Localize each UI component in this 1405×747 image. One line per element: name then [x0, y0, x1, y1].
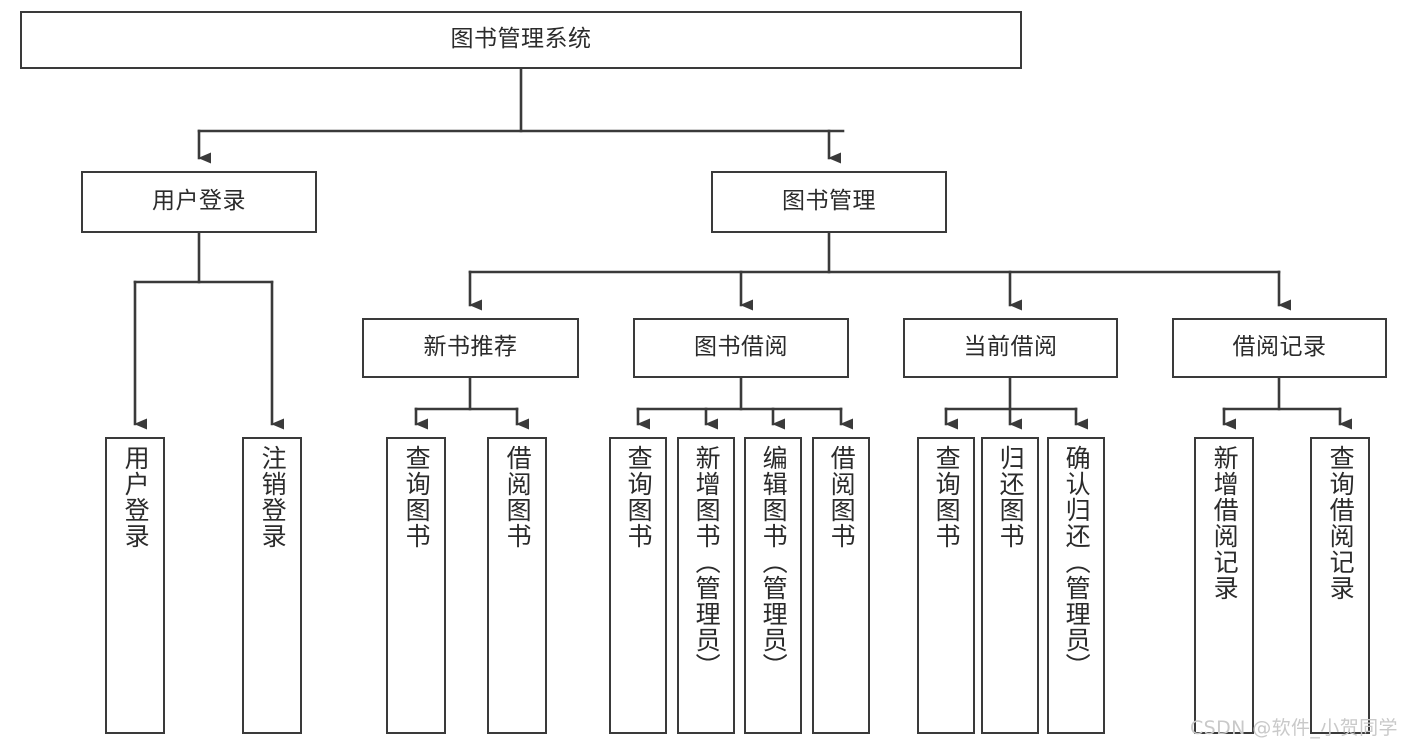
node-label: 新增图书（管理员） [692, 445, 722, 679]
node-label: 新增借阅记录 [1210, 445, 1240, 601]
node-label: 查询借阅记录 [1326, 445, 1356, 601]
node-label: 归还图书 [996, 445, 1026, 549]
node-book-management[interactable]: 图书管理 [711, 171, 947, 233]
node-book-borrow[interactable]: 图书借阅 [633, 318, 849, 378]
node-label: 图书借阅 [694, 334, 788, 361]
node-new-book-recommend[interactable]: 新书推荐 [362, 318, 579, 378]
node-leaf-borrow-add-book[interactable]: 新增图书（管理员） [677, 437, 735, 734]
node-label: 借阅图书 [503, 445, 533, 549]
node-user-login[interactable]: 用户登录 [81, 171, 317, 233]
node-leaf-current-query-book[interactable]: 查询图书 [917, 437, 975, 734]
node-current-borrow[interactable]: 当前借阅 [903, 318, 1118, 378]
node-label: 当前借阅 [963, 334, 1058, 361]
node-leaf-records-add[interactable]: 新增借阅记录 [1194, 437, 1254, 734]
node-leaf-borrow-query-book[interactable]: 查询图书 [609, 437, 667, 734]
node-label: 图书管理系统 [450, 26, 592, 53]
node-leaf-borrow-borrow-book[interactable]: 借阅图书 [812, 437, 870, 734]
node-leaf-current-return-book[interactable]: 归还图书 [981, 437, 1039, 734]
node-leaf-user-login-do[interactable]: 用户登录 [105, 437, 165, 734]
node-label: 图书管理 [782, 188, 876, 215]
node-borrow-records[interactable]: 借阅记录 [1172, 318, 1387, 378]
node-leaf-recommend-query-book[interactable]: 查询图书 [386, 437, 446, 734]
node-label: 新书推荐 [423, 334, 518, 361]
node-label: 用户登录 [121, 445, 151, 549]
node-label: 查询图书 [932, 445, 962, 549]
node-root-book-management-system[interactable]: 图书管理系统 [20, 11, 1022, 69]
node-label: 确认归还（管理员） [1062, 445, 1092, 679]
node-label: 查询图书 [624, 445, 654, 549]
node-leaf-borrow-edit-book[interactable]: 编辑图书（管理员） [744, 437, 802, 734]
node-leaf-recommend-borrow-book[interactable]: 借阅图书 [487, 437, 547, 734]
node-leaf-current-confirm-return[interactable]: 确认归还（管理员） [1047, 437, 1105, 734]
node-leaf-user-logout[interactable]: 注销登录 [242, 437, 302, 734]
node-label: 借阅记录 [1232, 334, 1327, 361]
node-leaf-records-query[interactable]: 查询借阅记录 [1310, 437, 1370, 734]
node-label: 查询图书 [402, 445, 432, 549]
node-label: 用户登录 [152, 188, 246, 215]
node-label: 编辑图书（管理员） [759, 445, 789, 679]
node-label: 借阅图书 [827, 445, 857, 549]
node-label: 注销登录 [258, 445, 288, 549]
